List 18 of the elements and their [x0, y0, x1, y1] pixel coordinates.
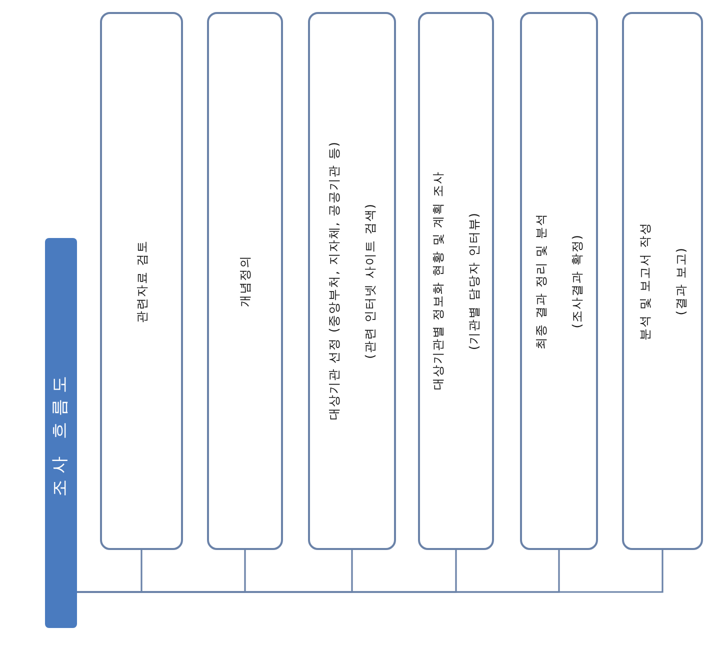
step-box: [520, 12, 598, 550]
step-box: [418, 12, 494, 550]
step-text: 개념정의: [237, 254, 253, 309]
step-note: (관련 인터넷 사이트 검색): [362, 202, 378, 361]
step-text: 분석 및 보고서 작성: [636, 220, 652, 342]
step-text: 관련자료 검토: [134, 238, 150, 324]
step-text: 대상기관 선정 (중앙부처, 지자체, 공공기관 등): [326, 140, 342, 423]
step-box: [207, 12, 283, 550]
step-text: 대상기관별 정보화 현황 및 계획 조사: [430, 170, 446, 393]
step-box: [100, 12, 183, 550]
step-box: [622, 12, 703, 550]
step-box: [308, 12, 396, 550]
title-text: 조사 흐름도: [49, 368, 72, 498]
step-text: 최종 결과 정리 및 분석: [533, 212, 549, 352]
step-note: (조사결과 확정): [569, 232, 585, 330]
step-note: (기관별 담당자 인터뷰): [466, 211, 482, 352]
step-note: (결과 보고): [672, 246, 688, 318]
title-box: [45, 238, 77, 628]
